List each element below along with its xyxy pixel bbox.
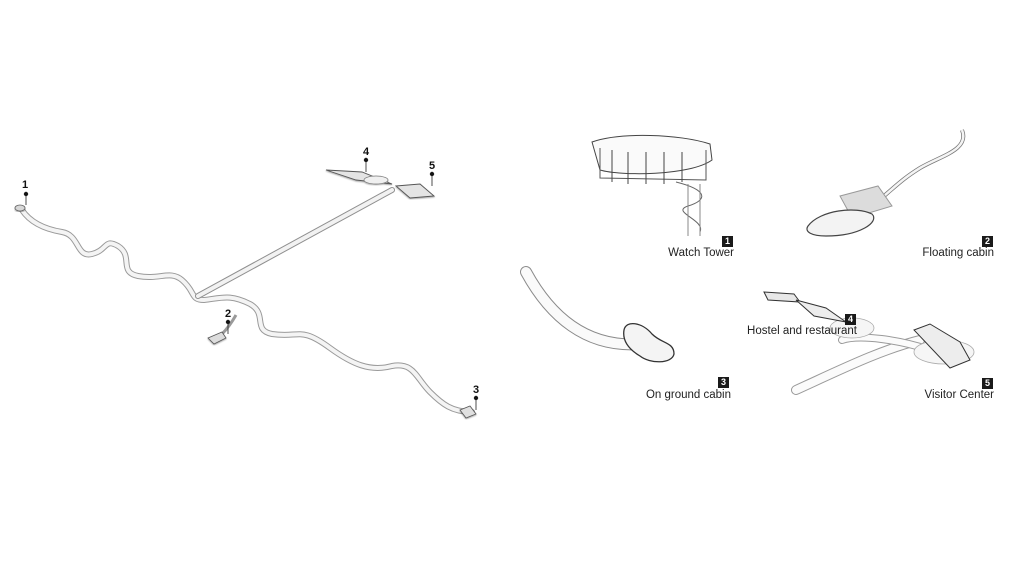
detail-4-badge: 4 <box>845 314 856 325</box>
marker-1-label: 1 <box>22 179 29 191</box>
boardwalk-path <box>195 187 395 299</box>
marker-4-label: 4 <box>363 146 370 158</box>
marker-5-label: 5 <box>429 160 436 172</box>
building-visitor-center <box>394 183 436 199</box>
detail-1-badge: 1 <box>722 236 733 247</box>
main-trail-path <box>19 207 475 415</box>
detail-hostel-visitor-illustration <box>763 291 975 395</box>
detail-1-caption: Watch Tower <box>668 247 734 259</box>
detail-2-caption: Floating cabin <box>922 247 994 259</box>
marker-3-label: 3 <box>473 384 480 396</box>
building-watch-tower <box>14 204 26 212</box>
detail-watch-tower-illustration <box>591 134 713 236</box>
marker-pins <box>23 157 479 410</box>
marker-2-label: 2 <box>225 308 232 320</box>
cabin-branch-path <box>220 314 238 336</box>
detail-5-caption: Visitor Center <box>924 389 994 401</box>
detail-5-badge: 5 <box>982 378 993 389</box>
detail-ground-cabin-illustration <box>520 266 675 363</box>
detail-4-caption: Hostel and restaurant <box>747 325 857 337</box>
building-ground-cabin <box>459 405 477 419</box>
building-floating-cabin <box>207 331 227 345</box>
detail-floating-cabin-illustration <box>806 129 966 237</box>
detail-3-caption: On ground cabin <box>645 389 731 401</box>
detail-3-badge: 3 <box>718 377 729 388</box>
detail-2-badge: 2 <box>982 236 993 247</box>
building-hostel <box>325 169 393 185</box>
